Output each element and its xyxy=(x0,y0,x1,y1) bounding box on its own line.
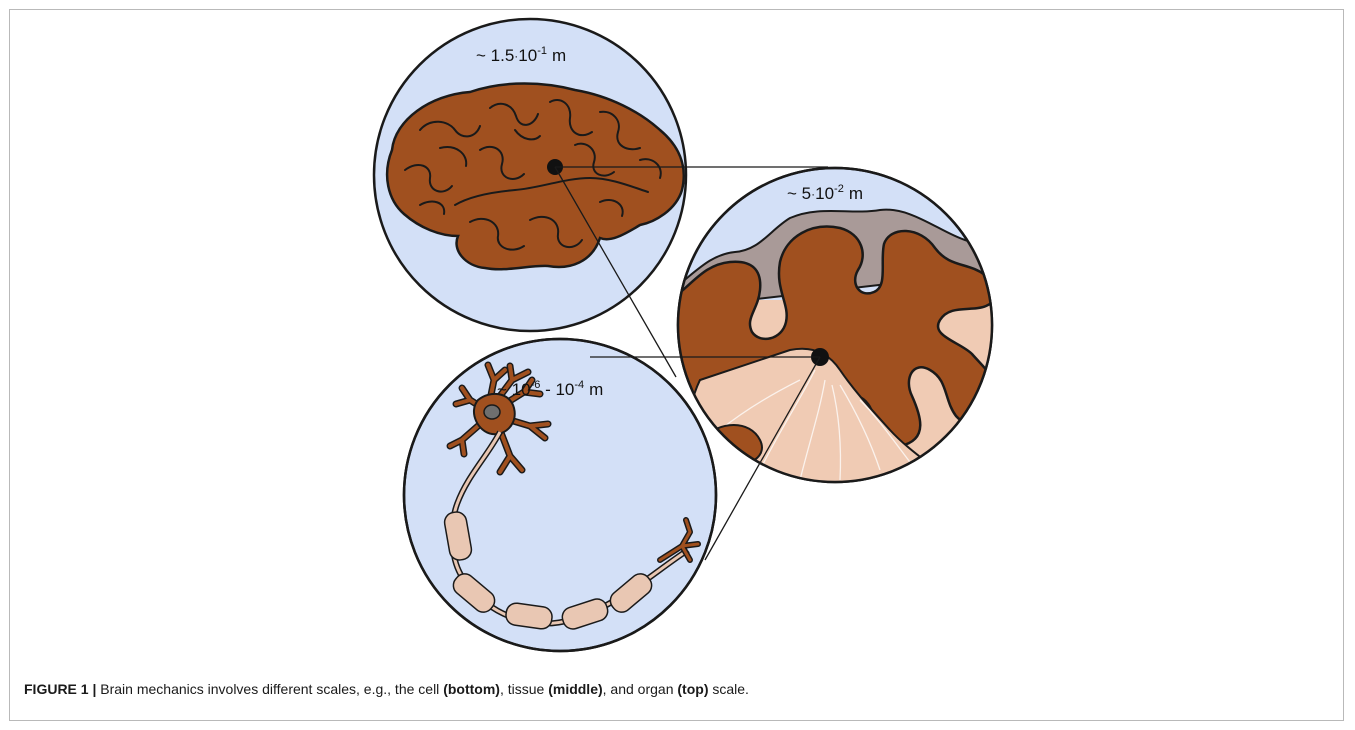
cell-scale-panel: ~ 10-6 - 10-4m xyxy=(404,339,716,651)
organ-scale-label: ~ 1.5·10-1m xyxy=(476,45,566,65)
caption-label: FIGURE 1 | xyxy=(24,681,96,697)
tissue-scale-label: ~ 5·10-2m xyxy=(787,183,863,203)
tissue-scale-panel: ~ 5·10-2m xyxy=(660,168,1010,500)
organ-scale-panel: ~ 1.5·10-1m xyxy=(374,19,686,331)
neuron-nucleus xyxy=(484,405,500,419)
figure-caption: FIGURE 1 | Brain mechanics involves diff… xyxy=(24,681,749,697)
